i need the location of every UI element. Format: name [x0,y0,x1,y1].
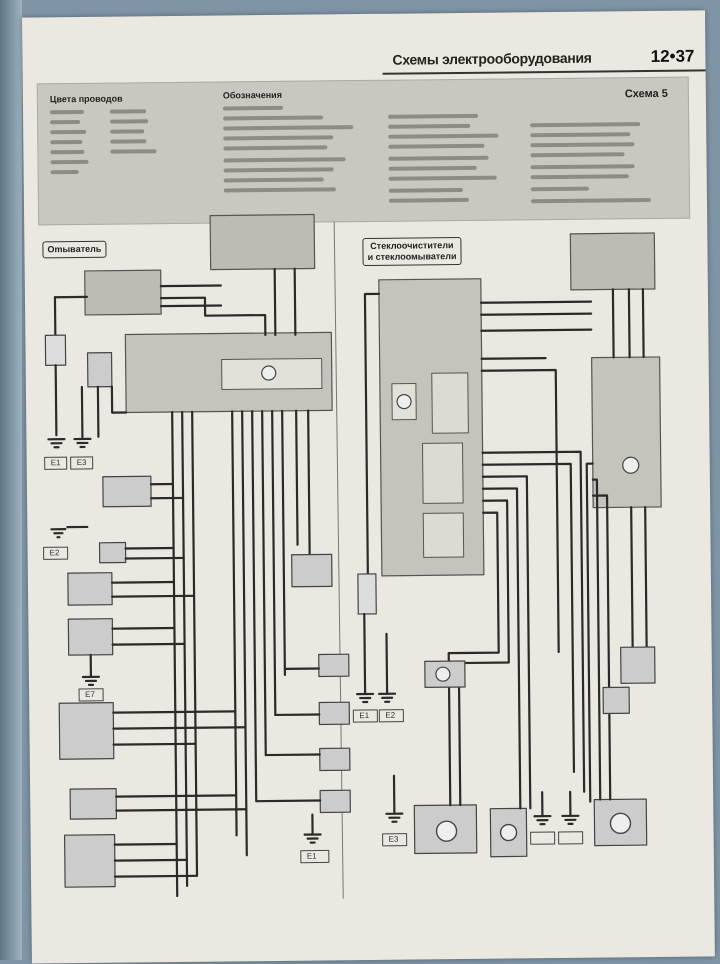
ground-label: E1 [306,851,317,861]
ground-label: E3 [76,457,87,468]
ground-label: E2 [385,710,396,720]
ground-label: E7 [85,689,95,699]
section-title-wipers-line2: и cтеклоомыватели [367,251,457,262]
ground-label: E3 [388,834,399,844]
ground-label: E2 [49,548,60,558]
book-spine [0,0,22,960]
relay-block-right [569,232,656,291]
wiring-diagram [43,213,662,899]
relay-block-top [209,213,316,271]
ground-label: E1 [359,710,370,721]
wiper-motor-relay [591,356,662,509]
washer-pump-unit [84,269,162,316]
section-title-washer: Omывaтeль [42,240,107,259]
manual-page: Схемы электрооборудования 12•37 Цвета пр… [22,10,715,964]
section-title-wipers: Cтеклоочистители и cтеклоомыватели [362,236,462,267]
ground-label: E1 [50,458,61,468]
